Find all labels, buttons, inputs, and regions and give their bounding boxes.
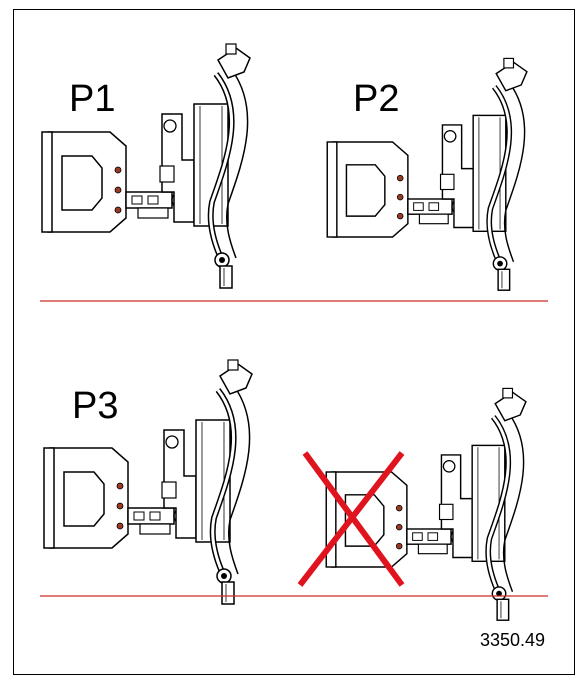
position-label-p1: P1 bbox=[69, 78, 116, 120]
assembly-invalid bbox=[326, 388, 526, 620]
reference-number: 3350.49 bbox=[480, 630, 546, 650]
position-label-p3: P3 bbox=[72, 385, 119, 427]
position-label-p2: P2 bbox=[353, 78, 400, 120]
red-cross-icon bbox=[297, 451, 405, 587]
figure-frame bbox=[13, 9, 575, 675]
